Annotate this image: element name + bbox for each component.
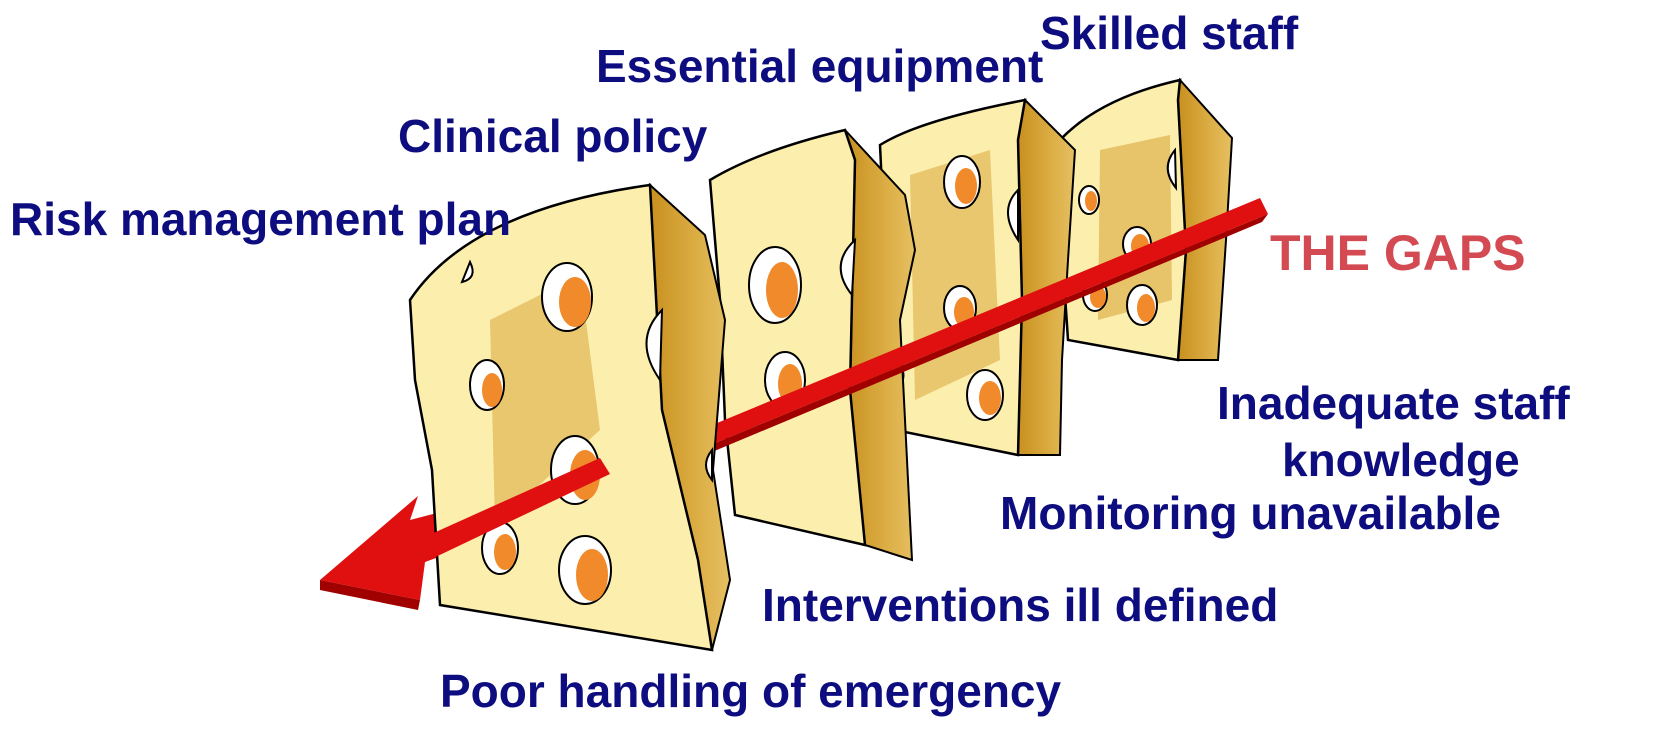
label-inadequate-staff: Inadequate staff	[1217, 380, 1570, 426]
label-interventions-ill-defined: Interventions ill defined	[762, 582, 1278, 628]
label-knowledge: knowledge	[1282, 437, 1520, 483]
label-monitoring-unavailable: Monitoring unavailable	[1000, 490, 1501, 536]
label-skilled-staff: Skilled staff	[1040, 10, 1298, 56]
label-risk-management-plan: Risk management plan	[10, 196, 511, 242]
label-essential-equipment: Essential equipment	[596, 43, 1043, 89]
cheese-slice-clinical-policy	[710, 130, 915, 560]
cheese-slice-risk-management	[410, 185, 730, 650]
label-poor-handling-of-emergency: Poor handling of emergency	[440, 668, 1061, 714]
label-the-gaps: THE GAPS	[1270, 228, 1526, 278]
cheese-slice-skilled-staff	[1060, 80, 1232, 360]
label-clinical-policy: Clinical policy	[398, 113, 707, 159]
